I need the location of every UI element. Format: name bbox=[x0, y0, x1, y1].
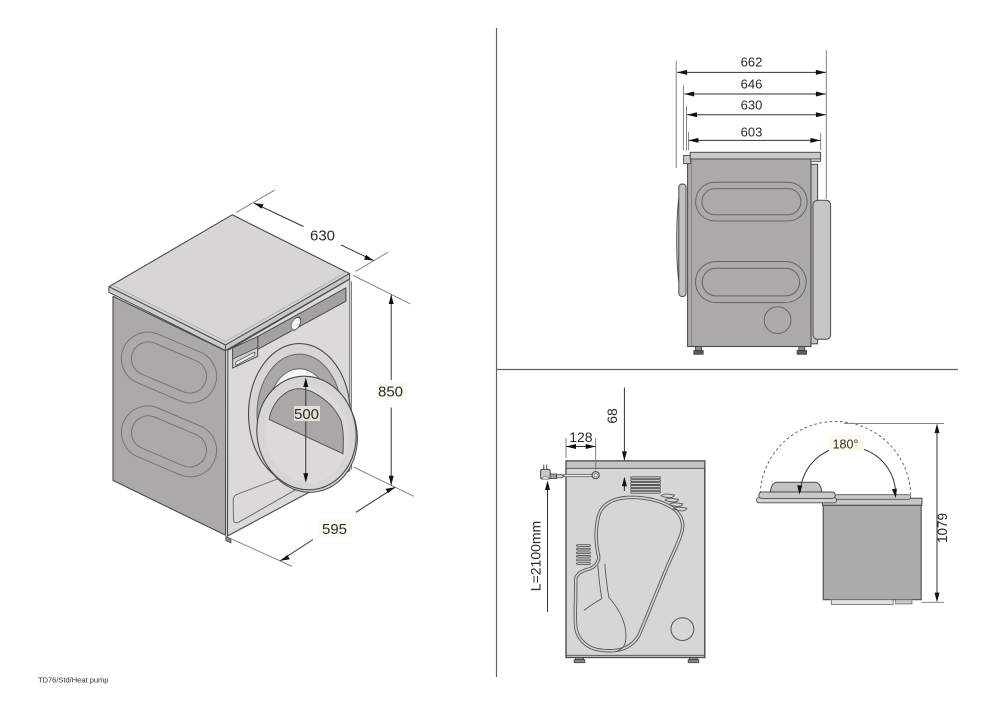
svg-text:646: 646 bbox=[741, 77, 763, 92]
svg-text:630: 630 bbox=[741, 98, 763, 113]
svg-text:1079: 1079 bbox=[935, 513, 950, 543]
svg-text:595: 595 bbox=[322, 521, 347, 538]
svg-text:TD76/Std/Heat pump: TD76/Std/Heat pump bbox=[38, 676, 108, 685]
svg-text:68: 68 bbox=[604, 408, 620, 424]
svg-text:128: 128 bbox=[569, 429, 593, 445]
svg-text:662: 662 bbox=[741, 55, 763, 70]
svg-text:850: 850 bbox=[378, 384, 403, 401]
svg-text:500: 500 bbox=[294, 406, 319, 423]
svg-text:180°: 180° bbox=[833, 437, 859, 451]
svg-text:630: 630 bbox=[310, 228, 335, 245]
svg-text:L=2100mm: L=2100mm bbox=[528, 521, 544, 591]
svg-text:603: 603 bbox=[741, 125, 763, 140]
